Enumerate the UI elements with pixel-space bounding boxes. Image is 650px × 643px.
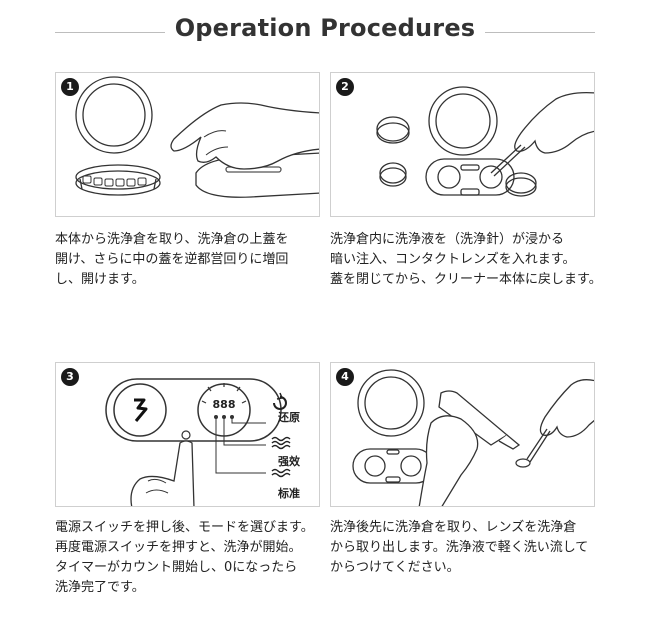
- caption-line: からつけてください。: [330, 560, 460, 575]
- caption-line: タイマーがカウント開始し、0になったら: [55, 560, 298, 575]
- step-2-illustration: 2: [330, 72, 595, 217]
- page-title: Operation Procedures: [174, 14, 476, 42]
- display-readout: 888: [213, 398, 236, 411]
- caption-line: 洗浄倉内に洗浄液を（洗浄針）が浸かる: [330, 232, 565, 247]
- title-divider-right: [485, 32, 595, 33]
- caption-line: から取り出します。洗浄液で軽く洗い流して: [330, 540, 589, 555]
- step-badge: 4: [336, 368, 354, 386]
- step-4-caption: 洗浄後先に洗浄倉を取り、レンズを洗浄倉 から取り出します。洗浄液で軽く洗い流して…: [330, 518, 630, 578]
- caption-line: 暗い注入、コンタクトレンズを入れます。: [330, 252, 576, 267]
- rinse-lens-illustration: [352, 369, 594, 506]
- title-row: Operation Procedures: [0, 10, 650, 50]
- step-1-caption: 本体から洗浄倉を取り、洗浄倉の上蓋を 開け、さらに中の蓋を逆都営回りに増回 し、…: [55, 230, 355, 290]
- step-3-caption: 電源スイッチを押し後、モードを選びます。 再度電源スイッチを押すと、洗浄が開始。…: [55, 518, 355, 598]
- step-badge: 3: [61, 368, 79, 386]
- caption-line: 再度電源スイッチを押すと、洗浄が開始。: [55, 540, 302, 555]
- caption-line: 洗浄完了です。: [55, 580, 145, 595]
- step-4-illustration: 4: [330, 362, 595, 507]
- fill-liquid-illustration: [376, 86, 594, 197]
- mode-label-strong: 强效: [278, 454, 301, 468]
- title-divider-left: [55, 32, 165, 33]
- step-badge: 2: [336, 78, 354, 96]
- mode-label-restore: 还原: [277, 410, 300, 424]
- step-3-illustration: 888 还原 强效 标准 3: [55, 362, 320, 507]
- caption-line: 洗浄後先に洗浄倉を取り、レンズを洗浄倉: [330, 520, 577, 535]
- mode-label-standard: 标准: [277, 486, 300, 500]
- step-badge: 1: [61, 78, 79, 96]
- control-panel-illustration: 888 还原 强效 标准: [105, 378, 301, 506]
- step-2-caption: 洗浄倉内に洗浄液を（洗浄針）が浸かる 暗い注入、コンタクトレンズを入れます。 蓋…: [330, 230, 630, 290]
- caption-line: 蓋を閉じてから、クリーナー本体に戻します。: [330, 272, 602, 287]
- open-case-illustration: [75, 76, 319, 198]
- step-1-illustration: 1: [55, 72, 320, 217]
- caption-line: し、開けます。: [55, 272, 145, 287]
- caption-line: 開け、さらに中の蓋を逆都営回りに増回: [55, 252, 289, 267]
- caption-line: 電源スイッチを押し後、モードを選びます。: [55, 520, 314, 535]
- caption-line: 本体から洗浄倉を取り、洗浄倉の上蓋を: [55, 232, 289, 247]
